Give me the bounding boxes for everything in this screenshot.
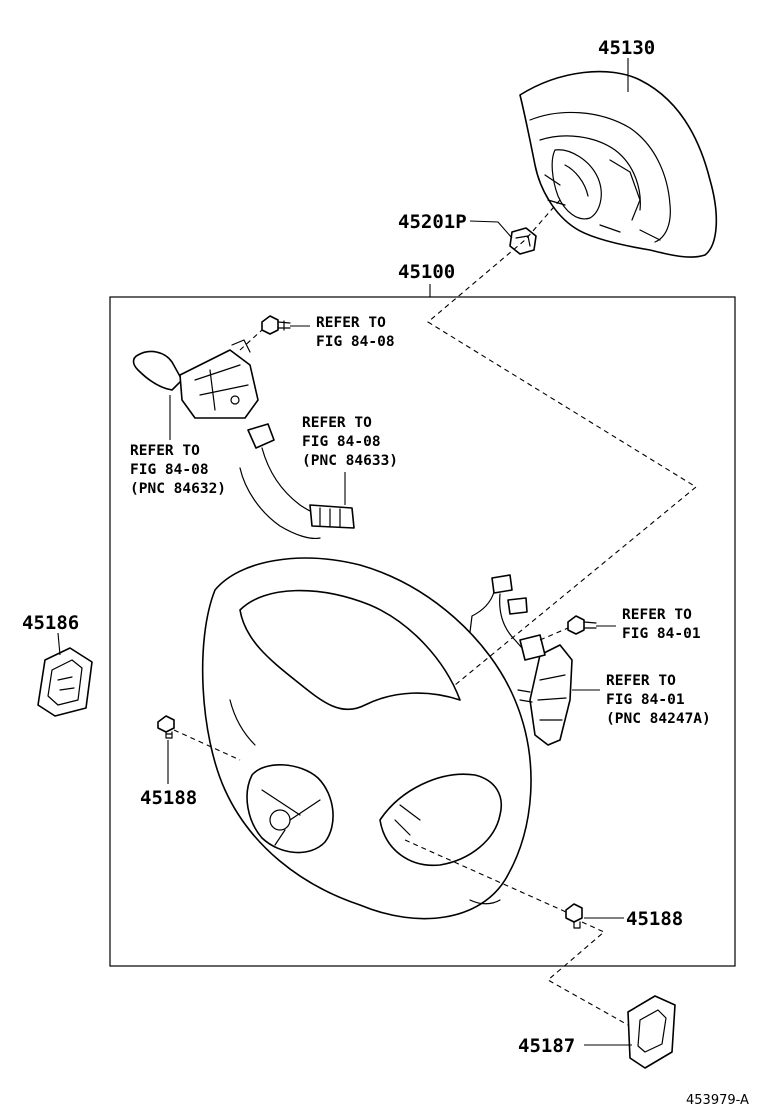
svg-text:REFER TO: REFER TO [316, 315, 386, 331]
horn-pad-assembly[interactable] [519, 70, 718, 258]
svg-text:FIG 84-08: FIG 84-08 [130, 462, 209, 478]
leader-45186 [57, 632, 61, 656]
screw-45188-right[interactable] [565, 903, 583, 929]
dashed-line-screw-left [173, 729, 241, 761]
svg-text:FIG 84-08: FIG 84-08 [316, 334, 395, 350]
cover-45187[interactable] [627, 995, 676, 1069]
ref-bolt-right: REFER TO FIG 84-01 [622, 607, 701, 642]
ref-switch-84632: REFER TO FIG 84-08 (PNC 84632) [130, 443, 226, 497]
label-45100: 45100 [398, 261, 455, 283]
dashed-line-cover-bottom [547, 921, 629, 1026]
switch-wire-harness[interactable] [469, 574, 528, 649]
horn-wire[interactable] [239, 423, 355, 540]
ref-wire-84633: REFER TO FIG 84-08 (PNC 84633) [302, 415, 398, 469]
svg-text:FIG 84-01: FIG 84-01 [606, 692, 685, 708]
label-45201p: 45201P [398, 211, 467, 233]
steering-wheel[interactable] [201, 557, 532, 920]
dashed-line-right-bolt [539, 627, 569, 641]
svg-text:FIG 84-01: FIG 84-01 [622, 626, 701, 642]
svg-text:REFER TO: REFER TO [606, 673, 676, 689]
svg-text:FIG 84-08: FIG 84-08 [302, 434, 381, 450]
svg-text:(PNC 84633): (PNC 84633) [302, 453, 398, 469]
assembly-frame [109, 296, 736, 967]
dashed-line-screw-right [404, 839, 567, 913]
label-45188-left: 45188 [140, 787, 197, 809]
label-45186: 45186 [22, 612, 79, 634]
svg-text:REFER TO: REFER TO [130, 443, 200, 459]
svg-text:(PNC 84632): (PNC 84632) [130, 481, 226, 497]
label-45187: 45187 [518, 1035, 575, 1057]
leader-45201p [469, 220, 513, 239]
dashed-line-pad-to-wheel [427, 199, 697, 686]
bolt-top[interactable] [261, 315, 291, 335]
svg-text:(PNC 84247A): (PNC 84247A) [606, 711, 711, 727]
screw-45188-left[interactable] [157, 715, 175, 739]
cover-45186[interactable] [37, 647, 93, 717]
label-45130: 45130 [598, 37, 655, 59]
illustration-id: 453979-A [686, 1093, 749, 1108]
ref-bolt-top: REFER TO FIG 84-08 [316, 315, 395, 350]
combination-switch[interactable] [132, 339, 259, 419]
bolt-right[interactable] [567, 615, 597, 635]
steering-pad-switch[interactable] [517, 634, 573, 746]
svg-text:REFER TO: REFER TO [302, 415, 372, 431]
label-45188-right: 45188 [626, 908, 683, 930]
dashed-line-top-bolt [239, 329, 263, 351]
svg-text:REFER TO: REFER TO [622, 607, 692, 623]
ref-switch-84247a: REFER TO FIG 84-01 (PNC 84247A) [606, 673, 711, 727]
